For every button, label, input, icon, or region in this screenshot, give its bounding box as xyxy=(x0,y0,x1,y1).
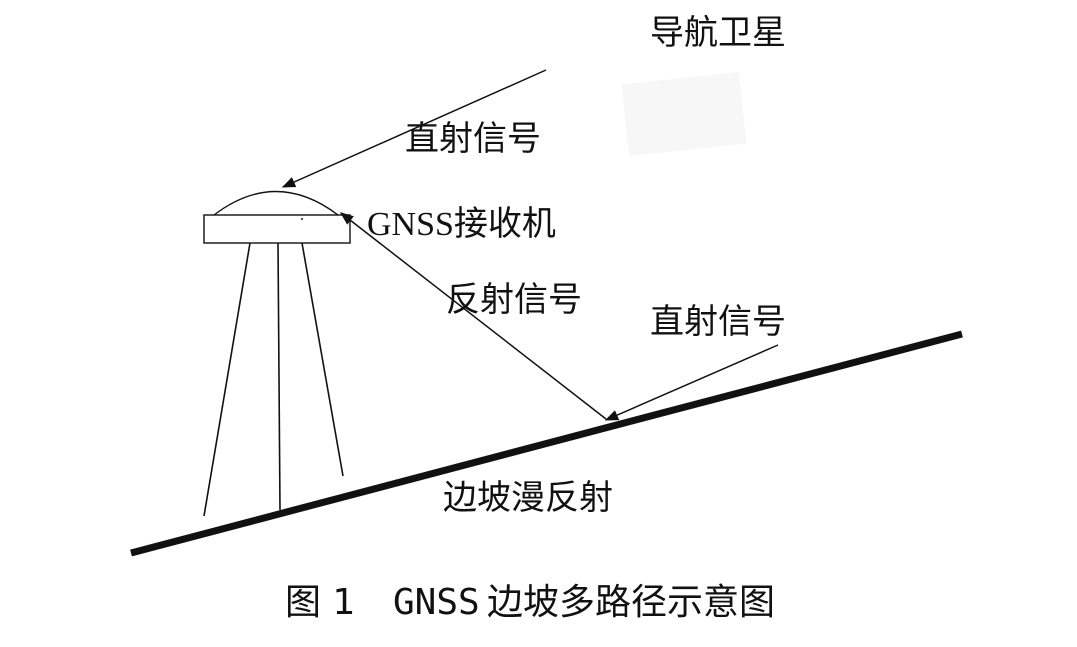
figure-number: 图 1 xyxy=(285,582,356,623)
gnss-receiver xyxy=(203,190,351,244)
direct-signal-arrow-to-receiver xyxy=(281,69,547,188)
slope-reflection-label: 边坡漫反射 xyxy=(443,478,613,518)
tripod xyxy=(203,242,344,517)
receiver-indicator-dot xyxy=(300,217,304,221)
figure-title-cjk: 边坡多路径示意图 xyxy=(487,582,776,623)
slope-surface xyxy=(130,330,963,557)
reflected-signal-label: 反射信号 xyxy=(446,280,582,320)
receiver-antenna-dome xyxy=(213,190,339,216)
satellite-label: 导航卫星 xyxy=(650,13,786,53)
satellite-icon xyxy=(621,72,747,156)
tripod-leg-middle xyxy=(277,242,281,511)
figure-title-latin: GNSS xyxy=(393,582,480,623)
direct-signal-label-top: 直射信号 xyxy=(405,119,541,159)
tripod-leg-right xyxy=(301,242,344,477)
reflected-signal-arrow xyxy=(339,212,607,420)
receiver-label: GNSS接收机 xyxy=(367,206,556,243)
tripod-leg-left xyxy=(203,242,251,517)
direct-signal-label-right: 直射信号 xyxy=(650,302,786,342)
receiver-body xyxy=(203,214,351,244)
direct-signal-arrow-to-slope xyxy=(604,344,779,421)
